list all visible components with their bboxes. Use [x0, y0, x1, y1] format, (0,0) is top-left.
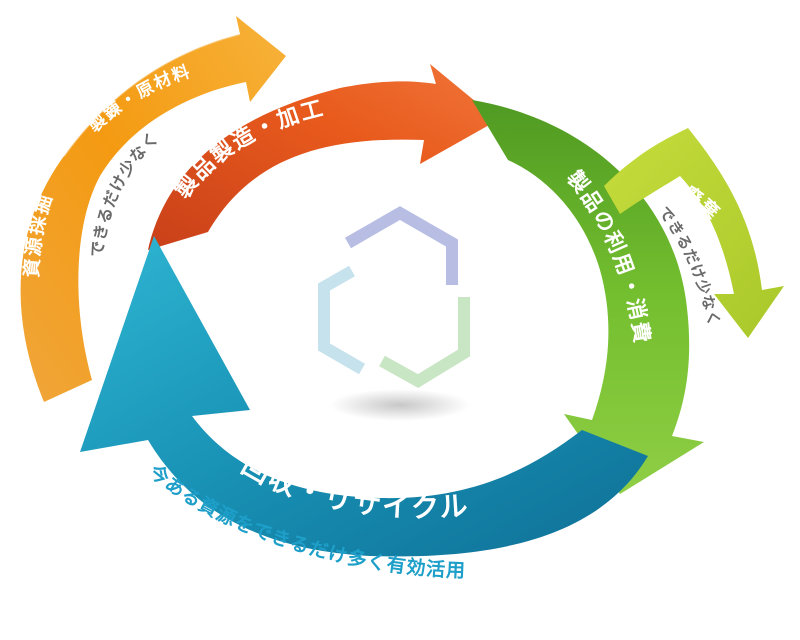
disposal-arrow: [604, 128, 784, 338]
logo-shadow: [330, 389, 470, 421]
logo-purple-segment: [345, 206, 458, 285]
use-consumption-arrow: [472, 100, 704, 494]
central-hexagon-logo: [318, 206, 470, 421]
manufacturing-arrow: [148, 64, 498, 250]
logo-blue-segment: [318, 265, 366, 375]
logo-green-segment: [379, 297, 470, 388]
mining-refining-arrow: [20, 16, 286, 402]
recycling-arrow: [80, 236, 648, 557]
